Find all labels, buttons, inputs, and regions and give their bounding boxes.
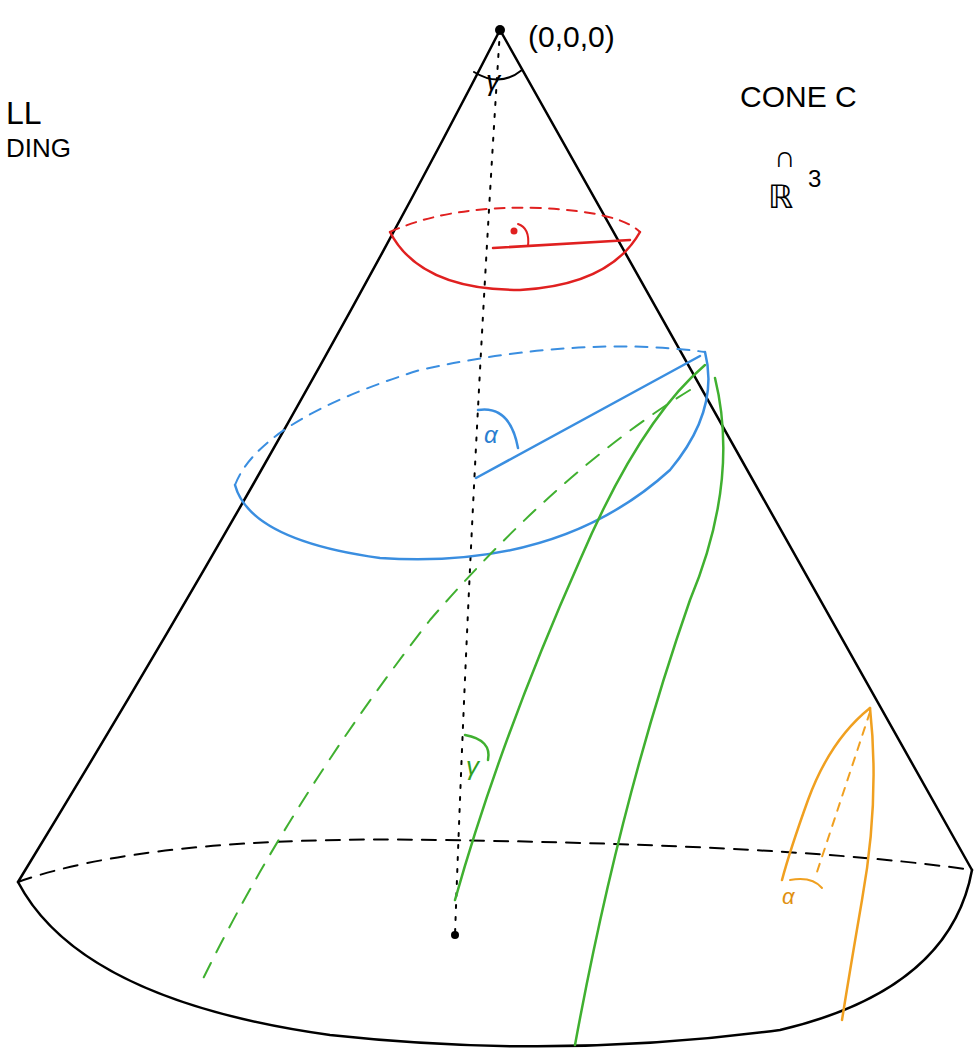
apex-coordinate: (0,0,0) [528, 20, 615, 53]
angle-label: α [782, 885, 795, 909]
cone-name: CONE C [740, 80, 857, 113]
cone-base-front [18, 870, 972, 1046]
orange-angle-arc [790, 879, 822, 888]
right-angle-dot [511, 228, 518, 235]
green-curve-back [200, 390, 690, 985]
exponent: 3 [808, 166, 821, 192]
green-curve [575, 378, 723, 1045]
base-center-dot [451, 931, 459, 939]
cone-side [18, 30, 500, 882]
angle-label: γ [466, 752, 479, 781]
subset-symbol: ∩ [774, 140, 796, 173]
orange-cone-side [782, 708, 870, 880]
angle-label: γ [486, 66, 500, 97]
cone-axis [455, 30, 500, 935]
partial-word: DING [6, 134, 71, 163]
apex-dot [495, 25, 505, 35]
cone-side [500, 30, 972, 870]
partial-word: LL [6, 96, 42, 131]
angle-label: α [484, 422, 498, 448]
blue-circle-front [235, 352, 708, 559]
blue-angle-arc [478, 409, 518, 448]
right-angle-mark [518, 224, 528, 246]
blue-circle-back [235, 346, 705, 485]
blue-radius [476, 356, 700, 478]
cone-base-back [18, 840, 972, 882]
orange-cone-axis [815, 712, 870, 878]
red-radius [493, 240, 630, 248]
green-curve [455, 365, 705, 900]
orange-cone-side [842, 708, 874, 1020]
space-symbol: ℝ [768, 180, 793, 215]
red-circle-front [390, 232, 640, 290]
